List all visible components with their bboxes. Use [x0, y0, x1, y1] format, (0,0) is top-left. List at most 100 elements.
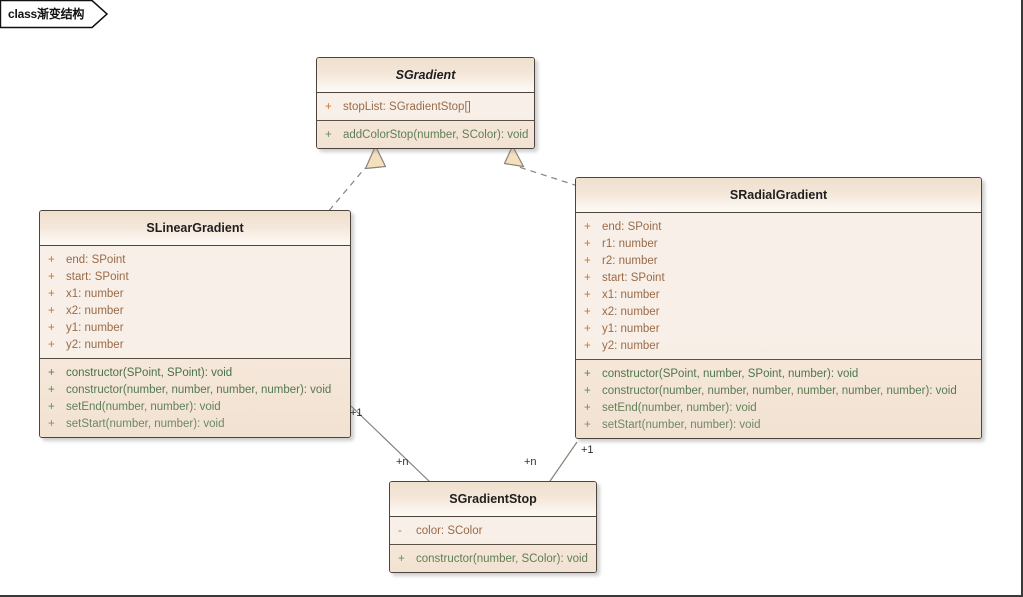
visibility-marker: + [325, 100, 332, 113]
multiplicity-linear-one: +1 [350, 407, 363, 419]
visibility-marker: + [584, 237, 591, 250]
visibility-marker: + [48, 417, 55, 430]
class-name-sgradientstop: SGradientStop [390, 482, 596, 517]
class-box-sradialgradient[interactable]: SRadialGradient + end: SPoint + r1: number… [575, 177, 982, 439]
operation-label: constructor(number, SColor): void [416, 552, 588, 565]
class-box-sgradient[interactable]: SGradient + stopList: SGradientStop[] + … [316, 57, 535, 149]
diagram-title-label: class渐变结构 [8, 7, 85, 21]
attribute-row: + y2: number [576, 337, 981, 354]
visibility-marker: + [584, 220, 591, 233]
attribute-label: end: SPoint [602, 220, 662, 233]
visibility-marker: + [584, 367, 591, 380]
visibility-marker: + [584, 322, 591, 335]
visibility-marker: + [48, 287, 55, 300]
visibility-marker: + [325, 128, 332, 141]
class-name-slineargradient: SLinearGradient [40, 211, 350, 246]
attribute-row: + x2: number [40, 302, 350, 319]
operation-label: setEnd(number, number): void [66, 400, 221, 413]
attribute-label: r1: number [602, 237, 658, 250]
operation-label: setStart(number, number): void [66, 417, 225, 430]
visibility-marker: + [48, 321, 55, 334]
attribute-label: start: SPoint [66, 270, 129, 283]
visibility-marker: + [48, 383, 55, 396]
attribute-row: + y1: number [40, 319, 350, 336]
attribute-label: y2: number [602, 339, 660, 352]
visibility-marker: + [48, 270, 55, 283]
class-name-sgradient: SGradient [317, 58, 534, 93]
operation-row: + constructor(number, SColor): void [390, 550, 596, 567]
operations-section-slineargradient: + constructor(SPoint, SPoint): void + cons… [40, 359, 350, 437]
diagram-title-tab[interactable]: class渐变结构 [0, 0, 111, 29]
visibility-marker: + [48, 304, 55, 317]
operation-row: + setEnd(number, number): void [40, 398, 350, 415]
association-radial-to-gradientstop [547, 441, 578, 485]
attribute-label: x2: number [602, 305, 660, 318]
attribute-label: y1: number [66, 321, 124, 334]
visibility-marker: + [584, 288, 591, 301]
attribute-row: + start: SPoint [40, 268, 350, 285]
visibility-marker: + [584, 305, 591, 318]
attribute-row: + start: SPoint [576, 269, 981, 286]
operation-row: + constructor(SPoint, SPoint): void [40, 364, 350, 381]
attributes-section-slineargradient: +end: SPoint +start: SPoint +x1: number … [40, 246, 350, 359]
visibility-marker: + [584, 271, 591, 284]
visibility-marker: + [398, 552, 405, 565]
attribute-label: x1: number [66, 287, 124, 300]
attribute-row: + y1: number [576, 320, 981, 337]
operation-label: constructor(number, number, number, numb… [66, 383, 332, 396]
attribute-label: x1: number [602, 288, 660, 301]
multiplicity-radial-many: +n [524, 456, 537, 468]
attribute-row: + end: SPoint [40, 251, 350, 268]
class-name-sradialgradient: SRadialGradient [576, 178, 981, 213]
visibility-marker: + [584, 339, 591, 352]
attribute-row: + r1: number [576, 235, 981, 252]
multiplicity-linear-many: +n [396, 456, 409, 468]
visibility-marker: + [584, 418, 591, 431]
operation-label: setEnd(number, number): void [602, 401, 757, 414]
attribute-row: + stopList: SGradientStop[] [317, 98, 534, 115]
operation-row: + addColorStop(number, SColor): void [317, 126, 534, 143]
operation-label: constructor(SPoint, number, SPoint, numb… [602, 367, 859, 380]
visibility-marker: + [48, 338, 55, 351]
visibility-marker: + [48, 366, 55, 379]
realization-radial-to-sgradient [503, 145, 579, 187]
visibility-marker: + [584, 384, 591, 397]
attributes-section-sgradientstop: - color: SColor [390, 517, 596, 545]
class-box-sgradientstop[interactable]: SGradientStop - color: SColor + construc… [389, 481, 597, 573]
attribute-label: start: SPoint [602, 271, 665, 284]
operation-row: + constructor(number, number, number, num… [40, 381, 350, 398]
attribute-row: +y2: number [40, 336, 350, 353]
visibility-marker: + [48, 400, 55, 413]
operation-row: + setStart(number, number): void [576, 416, 981, 433]
operation-row: + constructor(number, number, number, num… [576, 382, 981, 399]
attributes-section-sradialgradient: + end: SPoint + r1: number + r2: number + st… [576, 213, 981, 360]
attribute-row: + x1: number [40, 285, 350, 302]
operation-label: addColorStop(number, SColor): void [343, 128, 529, 141]
attribute-row: + r2: number [576, 252, 981, 269]
attribute-label: r2: number [602, 254, 658, 267]
attribute-label: y1: number [602, 322, 660, 335]
multiplicity-radial-one: +1 [581, 444, 594, 456]
operation-label: setStart(number, number): void [602, 418, 761, 431]
attribute-label: color: SColor [416, 524, 483, 537]
attribute-label: end: SPoint [66, 253, 126, 266]
operations-section-sradialgradient: + constructor(SPoint, number, SPoint, num… [576, 360, 981, 438]
attribute-row: + x2: number [576, 303, 981, 320]
class-box-slineargradient[interactable]: SLinearGradient + end: SPoint + start: SPo… [39, 210, 351, 438]
attribute-row: + x1: number [576, 286, 981, 303]
attribute-row: - color: SColor [390, 522, 596, 539]
operation-label: constructor(SPoint, SPoint): void [66, 366, 233, 379]
association-linear-to-gradientstop [350, 405, 433, 485]
attribute-label: stopList: SGradientStop[] [343, 100, 471, 113]
realization-linear-to-sgradient [321, 145, 387, 220]
operation-label: constructor(number, number, number, numb… [602, 384, 957, 397]
operations-section-sgradient: + addColorStop(number, SColor): void [317, 121, 534, 148]
operation-row: + setStart(number, number): void [40, 415, 350, 432]
attributes-section-sgradient: + stopList: SGradientStop[] [317, 93, 534, 121]
visibility-marker: + [584, 254, 591, 267]
visibility-marker: - [398, 524, 402, 537]
visibility-marker: + [48, 253, 55, 266]
attribute-label: x2: number [66, 304, 124, 317]
operations-section-sgradientstop: + constructor(number, SColor): void [390, 545, 596, 572]
